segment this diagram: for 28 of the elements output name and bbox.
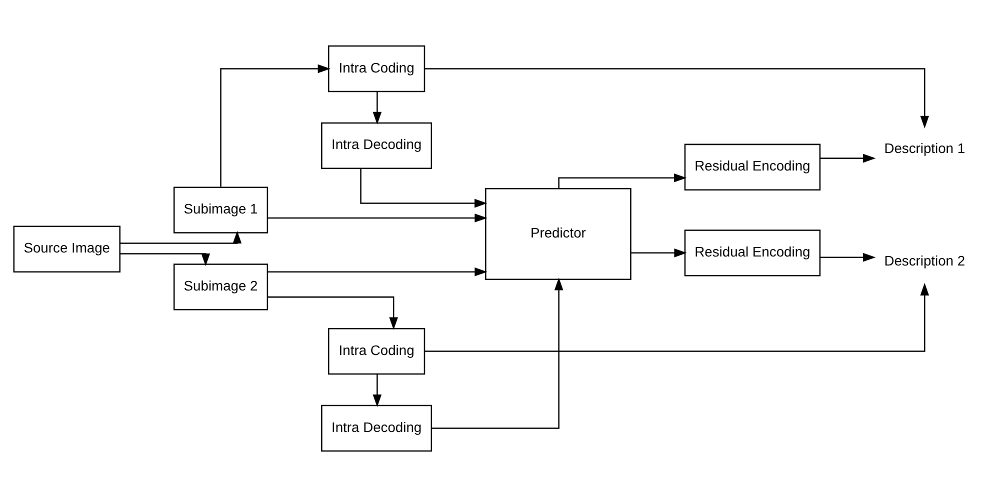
arrow xyxy=(820,252,876,262)
arrow xyxy=(372,374,382,408)
node-box: Intra Coding xyxy=(328,45,426,92)
node-box: Intra Decoding xyxy=(321,404,432,452)
arrow xyxy=(268,267,488,276)
node-text: Description 2 xyxy=(884,252,966,268)
node-box: Residual Encoding xyxy=(684,144,821,190)
node-box: Predictor xyxy=(485,188,632,280)
arrow xyxy=(268,214,488,222)
node-box: Subimage 1 xyxy=(173,186,268,234)
arrow xyxy=(424,282,930,352)
node-box: Residual Encoding xyxy=(684,230,821,276)
node-text: Description 1 xyxy=(884,140,966,156)
arrow xyxy=(432,278,564,429)
arrow xyxy=(220,64,330,187)
arrow xyxy=(631,248,687,258)
arrow xyxy=(120,230,242,244)
node-box: Source Image xyxy=(13,226,120,272)
node-box: Subimage 2 xyxy=(173,264,268,310)
arrow xyxy=(120,253,210,266)
arrow xyxy=(558,173,687,188)
node-box: Intra Decoding xyxy=(321,122,432,170)
arrow xyxy=(372,92,382,125)
arrow xyxy=(268,296,398,330)
node-box: Intra Coding xyxy=(328,328,426,375)
arrow xyxy=(424,68,930,128)
arrow xyxy=(360,168,488,208)
arrow xyxy=(820,154,876,163)
